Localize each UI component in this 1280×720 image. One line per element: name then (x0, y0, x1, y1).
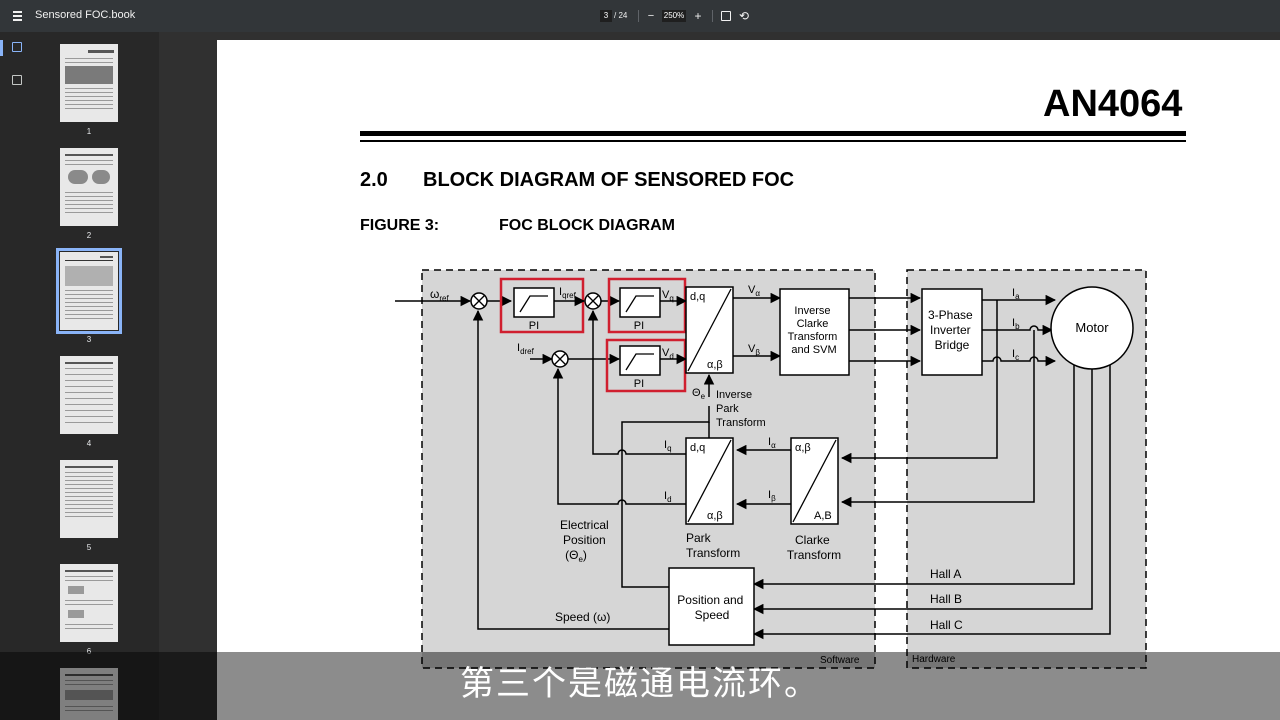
pi-controller-speed (513, 287, 555, 318)
sidebar-rail (0, 32, 34, 720)
theta-e-label: Θe (692, 387, 706, 401)
inverse-clarke-block (779, 288, 850, 376)
zoom-input[interactable]: 250% (662, 10, 686, 22)
position-speed-block (668, 567, 755, 646)
ibeta-label: Iβ (768, 489, 776, 503)
header-rule-thin (360, 140, 1186, 142)
pi-label: PI (634, 378, 644, 390)
active-indicator (0, 40, 3, 56)
thumbnail-page-3[interactable] (56, 248, 122, 334)
vq-label: Vq (662, 289, 674, 303)
alpha-beta-label: α,β (707, 510, 723, 522)
hardware-label: Hardware (912, 654, 956, 665)
thumbnail-label: 3 (86, 335, 92, 344)
ialpha-label: Iα (768, 436, 776, 450)
thumbnail-panel: 1 2 3 4 5 (34, 32, 159, 720)
inverse-park-label: Inverse Park Transform (716, 389, 766, 429)
speed-label: Speed (ω) (555, 610, 610, 624)
id-label: Id (664, 490, 672, 504)
clarke-label: Clarke Transform (787, 533, 841, 562)
thumbnail-label: 5 (86, 543, 92, 552)
motor-label: Motor (1075, 320, 1109, 335)
document-title: Sensored FOC.book (35, 9, 136, 21)
thumbnail-page-1[interactable] (60, 44, 118, 122)
idref-label: Idref (517, 342, 535, 356)
pi-controller-id (619, 345, 661, 376)
valpha-label: Vα (748, 284, 760, 298)
zoom-in-button[interactable]: + (694, 9, 702, 23)
thumbnail-label: 1 (86, 127, 92, 136)
thumbnail-page-2[interactable] (60, 148, 118, 226)
subtitle-text: 第三个是磁通电流环。 (460, 664, 820, 704)
ic-label: Ic (1012, 348, 1019, 362)
outline-icon[interactable] (12, 75, 22, 85)
inverse-clarke-label: Inverse Clarke Transform and SVM (788, 305, 841, 356)
thumbnail-label: 6 (86, 647, 92, 656)
menu-icon[interactable] (8, 6, 28, 26)
hall-b-label: Hall B (930, 592, 962, 606)
iqref-label: Iqref (559, 286, 577, 300)
ab-phase-label: A,B (814, 510, 832, 522)
toolbar-divider (712, 10, 713, 22)
thumbnail-page-7[interactable] (60, 668, 118, 720)
thumbnails-icon[interactable] (12, 42, 22, 52)
summing-junction-iq (584, 292, 602, 310)
pi-label: PI (529, 320, 539, 332)
foc-block-diagram: ωref PI Iqref PI Vq Idref PI Vd d,q α (395, 269, 1147, 669)
vbeta-label: Vβ (748, 343, 760, 357)
software-label: Software (820, 655, 860, 666)
page-total: / 24 (614, 11, 628, 20)
iq-label: Iq (664, 439, 672, 453)
header-rule (360, 131, 1186, 136)
thumbnail-label: 4 (86, 439, 92, 448)
thumbnail-page-6[interactable] (60, 564, 118, 642)
toolbar: Sensored FOC.book 3 / 24 − 250% + ⟲ (0, 0, 1280, 32)
thumbnail-page-5[interactable] (60, 460, 118, 538)
dq-label: d,q (690, 291, 705, 303)
toolbar-divider (638, 10, 639, 22)
inverter-block (921, 288, 983, 376)
park-label: Park Transform (686, 531, 740, 560)
position-speed-label: Position and Speed (677, 593, 746, 622)
document-number: AN4064 (1043, 83, 1183, 125)
zoom-out-button[interactable]: − (647, 10, 655, 22)
pi-highlight-id (605, 338, 687, 393)
ia-label: Ia (1012, 287, 1020, 301)
electrical-position-label: Electrical Position (Θe) (560, 518, 612, 564)
thumbnail-label: 2 (86, 231, 92, 240)
fit-page-icon[interactable] (721, 11, 731, 21)
summing-junction-speed (470, 292, 488, 310)
summing-junction-id (551, 350, 569, 368)
ib-label: Ib (1012, 317, 1020, 331)
figure-title: FOC BLOCK DIAGRAM (499, 217, 675, 234)
omega-ref-label: ωref (430, 287, 449, 303)
alpha-beta-label: α,β (795, 442, 811, 454)
inverter-label: 3-Phase Inverter Bridge (928, 308, 976, 352)
page-number-input[interactable]: 3 (600, 10, 612, 22)
rotate-icon[interactable]: ⟲ (739, 9, 750, 23)
thumbnail-page-4[interactable] (60, 356, 118, 434)
pi-controller-iq (619, 287, 661, 318)
figure-number: FIGURE 3: (360, 217, 440, 234)
subtitle-bar (0, 652, 1280, 720)
section-number: 2.0 (360, 169, 388, 191)
vd-label: Vd (662, 347, 674, 361)
section-title: BLOCK DIAGRAM OF SENSORED FOC (423, 169, 795, 191)
pi-label: PI (634, 320, 644, 332)
dq-label: d,q (690, 442, 705, 454)
hall-c-label: Hall C (930, 618, 963, 632)
hall-a-label: Hall A (930, 567, 961, 581)
alpha-beta-label: α,β (707, 359, 723, 371)
